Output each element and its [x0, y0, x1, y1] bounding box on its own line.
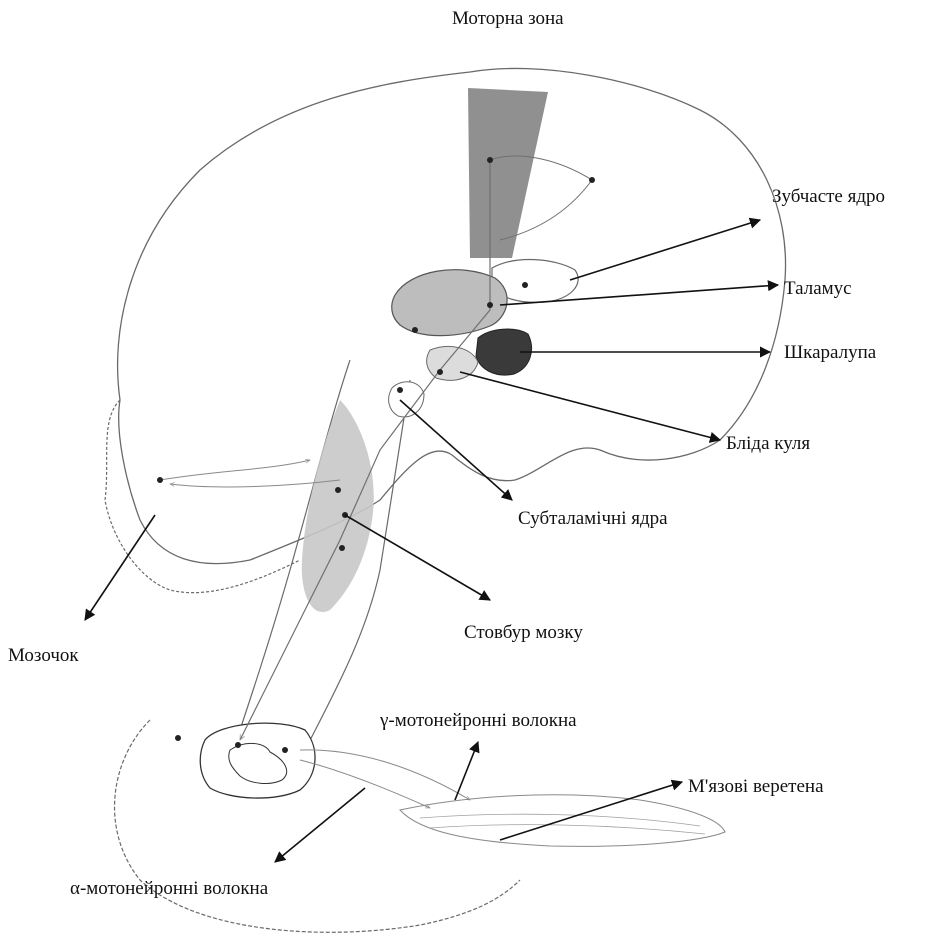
motor-strip	[468, 88, 548, 258]
label-alpha-fibers: α-мотонейронні волокна	[70, 878, 268, 900]
label-brain-stem: Стовбур мозку	[464, 622, 583, 644]
arrow-pallidus	[460, 372, 720, 440]
arrow-spindle	[500, 782, 682, 840]
cerebellum-outline	[105, 400, 300, 593]
arrow-gamma	[455, 742, 478, 800]
label-motor-zone: Моторна зона	[452, 8, 564, 30]
muscle-fibers	[420, 814, 705, 834]
arrow-subthalamic	[400, 400, 512, 500]
label-muscle-spindles: М'язові веретена	[688, 776, 824, 798]
nerve-fiber-alpha	[300, 760, 430, 808]
label-putamen: Шкаралупа	[784, 342, 876, 364]
arrow-stem	[345, 515, 490, 600]
neuron-dots	[157, 157, 595, 753]
nerve-fiber-gamma	[300, 750, 470, 800]
arrow-cerebellum	[85, 515, 155, 620]
label-gamma-fibers: γ-мотонейронні волокна	[380, 710, 577, 732]
brainstem-shade	[302, 400, 374, 612]
cerebellar-path	[160, 460, 310, 480]
label-globus-pallidus: Бліда куля	[726, 433, 810, 455]
label-cerebellum: Мозочок	[8, 645, 79, 667]
arrow-dentate	[570, 220, 760, 280]
arrow-alpha	[275, 788, 365, 862]
label-dentate-nucleus: Зубчасте ядро	[772, 186, 885, 208]
spinal-cord-section	[200, 723, 315, 798]
label-subthalamic-nuclei: Субталамічні ядра	[518, 508, 668, 530]
label-thalamus: Таламус	[784, 278, 852, 300]
